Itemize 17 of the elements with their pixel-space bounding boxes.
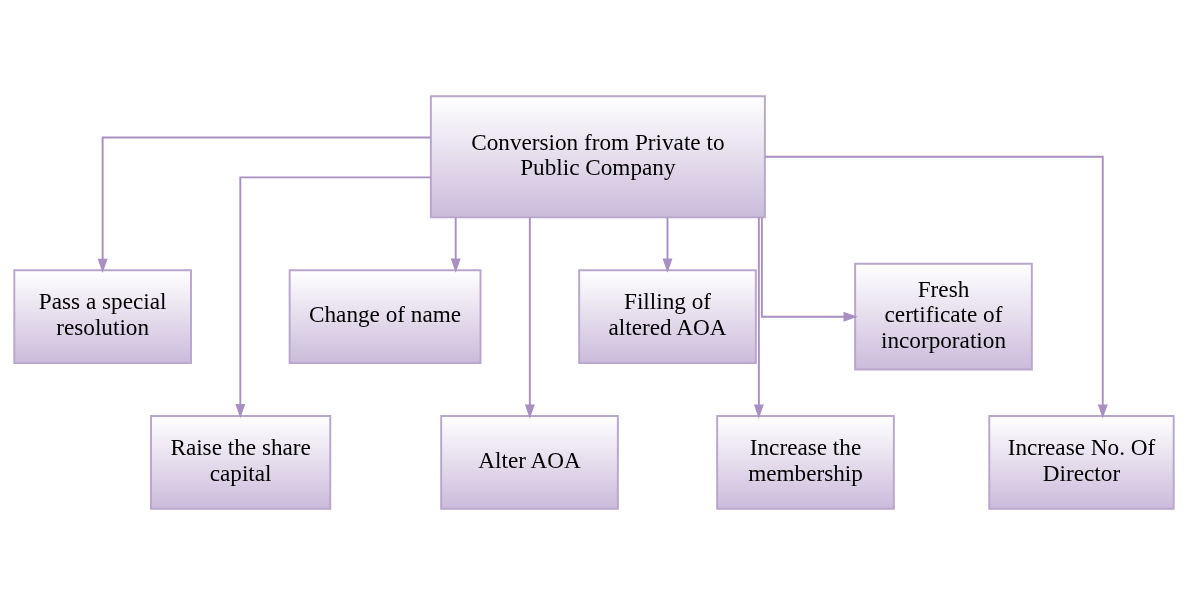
arrow [763,155,1108,419]
node-box: Increase No. Of Director [988,414,1175,510]
node-box: Conversion from Private to Public Company [429,94,766,218]
node-box: Raise the share capital [150,414,332,510]
node-box: Increase the membership [716,414,895,510]
arrow [662,216,673,273]
arrow [450,216,461,273]
arrow [235,175,432,418]
node-box: Alter AOA [440,414,619,510]
arrow [760,216,858,322]
node-box: Change of name [288,268,482,364]
node-box: Filling of altered AOA [578,268,757,364]
node-box: Pass a special resolution [13,268,192,364]
arrow [97,135,432,273]
arrow [753,216,764,419]
arrow [524,216,535,419]
node-box: Fresh certificate of incorporation [854,262,1033,371]
